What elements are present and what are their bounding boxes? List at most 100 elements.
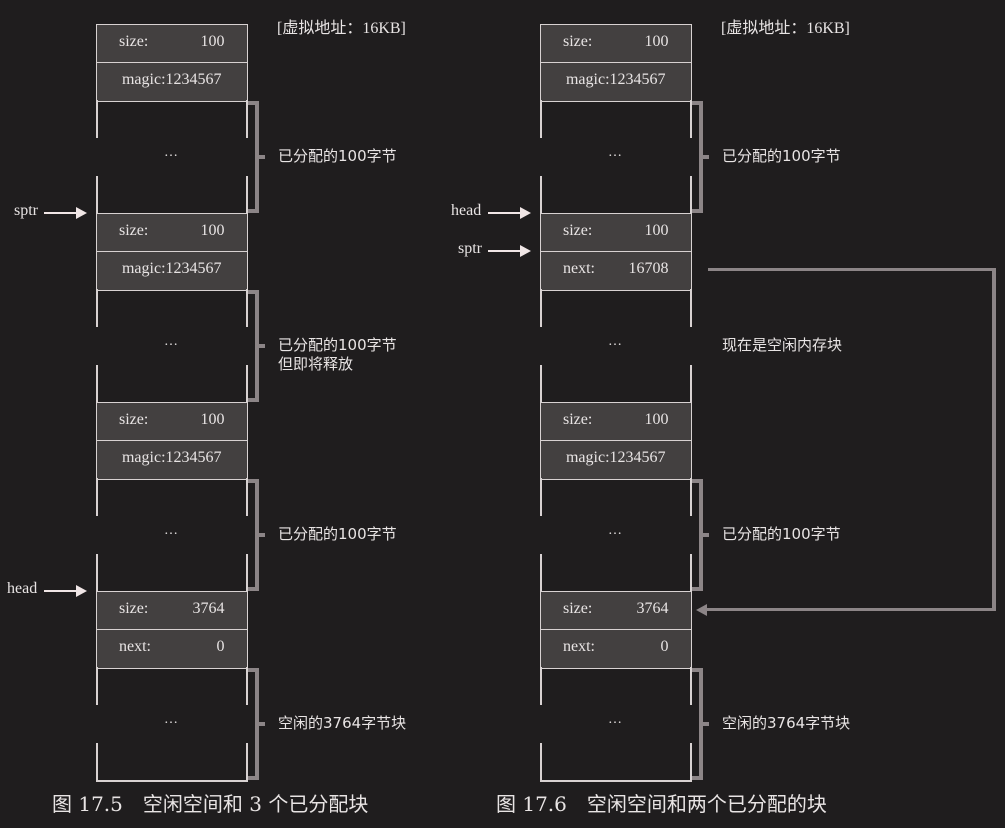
pointer-label-sptr: sptr (14, 202, 38, 219)
bracket-tick (248, 479, 259, 483)
header-row: magic:1234567 (96, 62, 248, 102)
block-bottom (96, 780, 248, 782)
header-row: magic:1234567 (540, 440, 692, 480)
bracket-tick (248, 587, 259, 591)
field-name: next: (563, 638, 595, 655)
header-row: size: 100 (540, 402, 692, 442)
block-border (246, 553, 248, 591)
pointer-label-head: head (451, 202, 482, 219)
bracket-tick (692, 479, 703, 483)
field-name: size: (563, 33, 593, 50)
ellipsis: … (164, 522, 178, 538)
block-border (540, 553, 542, 591)
bracket (255, 479, 259, 591)
block-border (246, 175, 248, 213)
field-value: 0 (660, 638, 669, 655)
block-border (690, 478, 692, 516)
block-border (690, 100, 692, 138)
field-value: 100 (200, 33, 225, 50)
block-border (690, 175, 692, 213)
block-border (96, 175, 98, 213)
bracket-tick (248, 101, 259, 105)
block-border (540, 478, 542, 516)
bracket-tick (248, 668, 259, 672)
ellipsis: … (164, 333, 178, 349)
pointer-arrow (488, 245, 531, 257)
block-border (540, 289, 542, 327)
field-value: 3764 (192, 600, 225, 617)
field-value: 100 (200, 411, 225, 428)
header-row: size: 100 (540, 213, 692, 253)
field-name: next: (563, 260, 595, 277)
link-line (992, 268, 996, 611)
pointer-label-head: head (7, 580, 38, 597)
field-name: size: (119, 33, 149, 50)
block-border (690, 742, 692, 780)
block-border (96, 553, 98, 591)
row-text: magic:1234567 (565, 71, 666, 88)
field-name: size: (563, 411, 593, 428)
field-name: size: (119, 600, 149, 617)
block-border (690, 667, 692, 705)
block-label: 已分配的100字节 (722, 524, 841, 543)
block-label: 空闲的3764字节块 (278, 713, 407, 732)
row-text: magic:1234567 (121, 71, 222, 88)
address-label: [虚拟地址：16KB] (277, 20, 406, 37)
block-border (246, 667, 248, 705)
bracket-tick (259, 721, 265, 726)
field-value: 100 (644, 411, 669, 428)
header-row: size:100 (540, 24, 692, 64)
header-row: next: 16708 (540, 251, 692, 291)
block-border (246, 289, 248, 327)
bracket-tick (692, 209, 703, 213)
header-row: size:100 (96, 213, 248, 253)
ellipsis: … (608, 522, 622, 538)
bracket-tick (259, 532, 265, 537)
header-row: size: 100 (96, 24, 248, 64)
bracket-tick (248, 290, 259, 294)
field-value: 100 (200, 222, 225, 239)
block-border (96, 742, 98, 780)
block-border (690, 553, 692, 591)
bracket-tick (248, 776, 259, 780)
block-border (96, 100, 98, 138)
bracket (255, 668, 259, 780)
bracket-tick (692, 668, 703, 672)
field-value: 100 (644, 222, 669, 239)
pointer-arrow (44, 585, 87, 597)
block-border (96, 289, 98, 327)
row-text: magic:1234567 (121, 260, 222, 277)
ellipsis: … (164, 711, 178, 727)
link-arrowhead-icon (696, 604, 707, 616)
block-border (540, 742, 542, 780)
field-value: 0 (216, 638, 225, 655)
field-value: 16708 (628, 260, 669, 277)
block-bottom (540, 780, 692, 782)
header-row: size:3764 (540, 591, 692, 631)
block-border (246, 364, 248, 402)
block-border (246, 100, 248, 138)
link-line (706, 608, 996, 611)
row-text: magic:1234567 (565, 449, 666, 466)
header-row: next: 0 (96, 629, 248, 669)
block-label: 空闲的3764字节块 (722, 713, 851, 732)
row-text: magic:1234567 (121, 449, 222, 466)
block-border (690, 289, 692, 327)
block-border (540, 175, 542, 213)
bracket-tick (259, 343, 265, 348)
header-row: magic:1234567 (96, 251, 248, 291)
header-row: next: 0 (540, 629, 692, 669)
block-border (96, 478, 98, 516)
block-label: 已分配的100字节 (278, 146, 397, 165)
bracket-tick (703, 532, 709, 537)
block-label: 已分配的100字节 (278, 524, 397, 543)
block-border (96, 667, 98, 705)
field-name: size: (563, 222, 593, 239)
bracket (255, 290, 259, 402)
field-name: next: (119, 638, 151, 655)
address-label: [虚拟地址：16KB] (721, 20, 850, 37)
block-border (246, 478, 248, 516)
block-label: 现在是空闲内存块 (722, 335, 843, 354)
header-row: size: 3764 (96, 591, 248, 631)
bracket-tick (248, 209, 259, 213)
